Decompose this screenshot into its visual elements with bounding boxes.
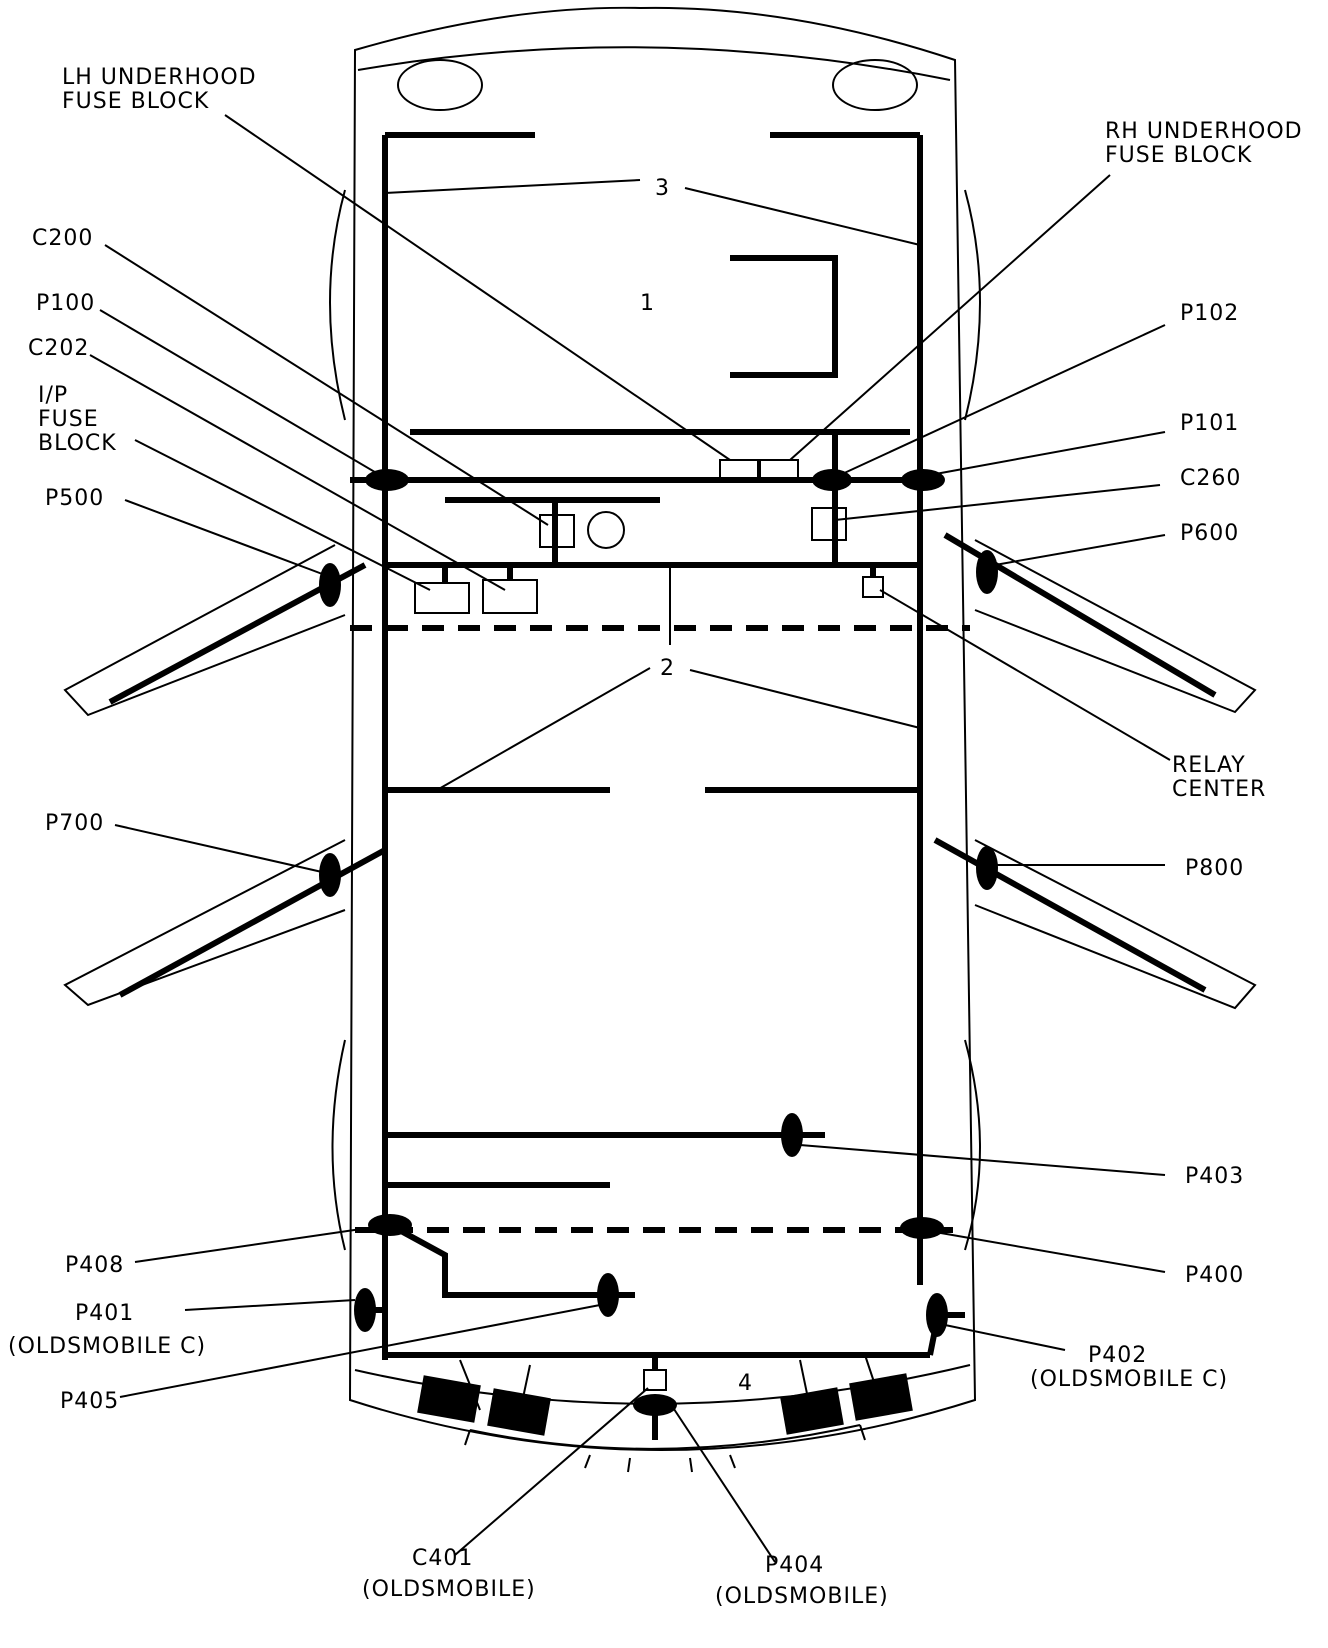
p403-label: P403: [1185, 1164, 1244, 1189]
lh-underhood-label-line1: LH UNDERHOOD: [62, 65, 257, 90]
zone-1-number: 1: [640, 291, 654, 316]
doors: [63, 532, 1257, 1010]
p401-connector: [354, 1288, 376, 1332]
p408-connector: [368, 1214, 412, 1236]
p400-connector: [900, 1217, 944, 1239]
c401-connector-shape: [643, 1369, 667, 1391]
vehicle-body: [329, 6, 981, 1473]
p400-label: P400: [1185, 1263, 1244, 1288]
lh-underhood-fuse-block-shape: [719, 459, 759, 481]
rh-underhood-label-line1: RH UNDERHOOD: [1105, 119, 1303, 144]
p102-label: P102: [1180, 301, 1239, 326]
ip-fuse-block-label-line3: BLOCK: [38, 431, 117, 456]
relay-center-shape: [862, 576, 884, 598]
round-component-shape: [587, 511, 625, 549]
p401-label-line1: P401: [75, 1301, 134, 1326]
harness-wires: [350, 132, 965, 1360]
zone-2-number: 2: [660, 656, 674, 681]
relay-center-label-line1: RELAY: [1172, 753, 1246, 778]
c260-connector-shape: [811, 507, 847, 541]
p500-connector: [319, 563, 341, 607]
c260-label: C260: [1180, 466, 1241, 491]
p405-connector: [597, 1273, 619, 1317]
ip-fuse-block-label-line2: FUSE: [38, 407, 99, 432]
c202-connector-shape: [482, 579, 538, 614]
zone-4-number: 4: [738, 1371, 752, 1396]
c401-label-line1: C401: [412, 1546, 473, 1571]
p404-label-line2: (OLDSMOBILE): [715, 1584, 889, 1609]
zone-numbers: 1 2 3 4: [640, 176, 752, 1396]
p800-connector: [976, 846, 998, 890]
p405-label: P405: [60, 1389, 119, 1414]
c401-label-line2: (OLDSMOBILE): [362, 1577, 536, 1602]
p403-connector: [781, 1113, 803, 1157]
p100-label: P100: [36, 291, 95, 316]
p402-label-line1: P402: [1088, 1343, 1147, 1368]
p500-label: P500: [45, 486, 104, 511]
ip-fuse-block-label-line1: I/P: [38, 383, 68, 408]
c202-label: C202: [28, 336, 89, 361]
p401-label-line2: (OLDSMOBILE C): [8, 1334, 206, 1359]
p101-label: P101: [1180, 411, 1239, 436]
c200-connector-shape: [539, 514, 575, 548]
component-labels: LH UNDERHOOD FUSE BLOCK RH UNDERHOOD FUS…: [8, 65, 1303, 1609]
inline-connectors: [319, 469, 998, 1416]
p100-connector: [365, 469, 409, 491]
p800-label: P800: [1185, 856, 1244, 881]
components: [414, 459, 913, 1440]
p402-label-line2: (OLDSMOBILE C): [1030, 1367, 1228, 1392]
p600-label: P600: [1180, 521, 1239, 546]
p700-connector: [319, 853, 341, 897]
zone-3-number: 3: [655, 176, 669, 201]
p600-connector: [976, 550, 998, 594]
p404-label-line1: P404: [765, 1553, 824, 1578]
p402-connector: [926, 1293, 948, 1337]
rh-underhood-label-line2: FUSE BLOCK: [1105, 143, 1252, 168]
c200-label: C200: [32, 226, 93, 251]
rh-underhood-fuse-block-shape: [759, 459, 799, 481]
p404-connector: [633, 1394, 677, 1416]
p101-connector: [901, 469, 945, 491]
p408-label: P408: [65, 1253, 124, 1278]
relay-center-label-line2: CENTER: [1172, 777, 1266, 802]
p700-label: P700: [45, 811, 104, 836]
lh-underhood-label-line2: FUSE BLOCK: [62, 89, 209, 114]
leader-lines: [89, 114, 1171, 1563]
